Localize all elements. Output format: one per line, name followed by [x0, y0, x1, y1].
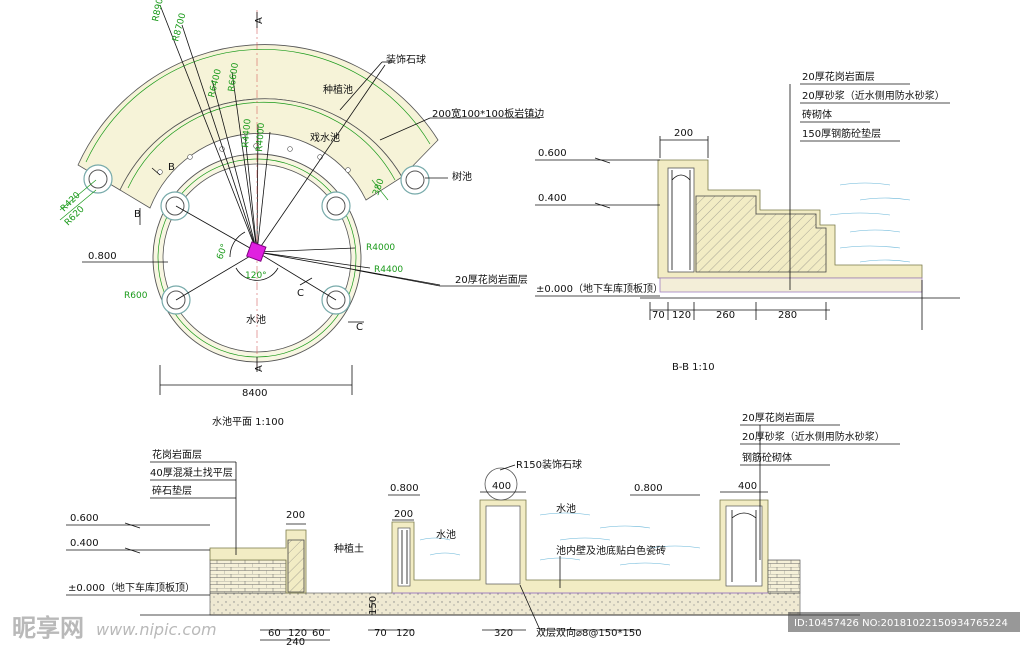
aa-dim-320: 320	[494, 628, 513, 639]
center-marker	[246, 241, 267, 262]
aa-dim-120-b: 120	[396, 628, 415, 639]
aa-level-0400: 0.400	[70, 538, 99, 549]
aa-left-layer-1: 花岗岩面层	[152, 448, 202, 461]
aa-dim-70: 70	[374, 628, 387, 639]
aa-rebar-label: 双层双向⌀8@150*150	[536, 626, 642, 639]
plan-level-label: 0.800	[88, 251, 117, 262]
section-a-top: A	[254, 17, 265, 24]
aa-level-0800-left: 0.800	[390, 483, 419, 494]
aa-dim-400-b: 400	[738, 481, 757, 492]
aa-right-layer-2: 20厚砂浆（近水侧用防水砂浆）	[742, 430, 885, 443]
bb-title: B-B 1:10	[672, 362, 715, 373]
aa-dim-200-b: 200	[394, 509, 413, 520]
granite-label: 20厚花岗岩面层	[455, 273, 528, 286]
aa-tile-label: 池内壁及池底贴白色瓷砖	[556, 544, 666, 557]
bb-dim-280: 280	[778, 310, 797, 321]
play-pool-label: 戏水池	[310, 131, 340, 144]
bb-level-0600: 0.600	[538, 148, 567, 159]
aa-ball-label: R150装饰石球	[516, 458, 582, 471]
radius-label-7: R4000	[366, 243, 395, 253]
bb-dim-70: 70	[652, 310, 665, 321]
radius-label-1: R8900	[151, 0, 167, 23]
watermark-id-bar	[788, 612, 1020, 632]
aa-dim-60-b: 60	[312, 628, 325, 639]
aa-soil-label: 种植土	[334, 542, 364, 555]
radius-label-4: R6600	[227, 62, 241, 93]
bb-layer-3: 砖砌体	[802, 108, 832, 121]
bb-layer-4: 150厚钢筋砼垫层	[802, 127, 881, 140]
edge-label: 200宽100*100板岩镇边	[432, 107, 544, 120]
section-b-mark1: B	[168, 162, 175, 173]
plan-width-dim: 8400	[242, 388, 267, 399]
aa-left-layer-3: 碎石垫层	[152, 484, 192, 497]
aa-right-layer-3: 钢筋砼砌体	[742, 451, 792, 464]
section-c-mark2: C	[356, 322, 363, 333]
pool-label: 水池	[246, 313, 266, 326]
bb-dim-120: 120	[672, 310, 691, 321]
aa-left-layer-2: 40厚混凝土找平层	[150, 466, 233, 479]
bb-base-slab	[659, 277, 923, 293]
section-b-mark2: B	[134, 209, 141, 220]
bb-layer-1: 20厚花岗岩面层	[802, 70, 875, 83]
section-c-mark1: C	[297, 288, 304, 299]
aa-dim-200-a: 200	[286, 510, 305, 521]
tree-pit-label: 树池	[452, 170, 472, 183]
aa-right-layer-1: 20厚花岗岩面层	[742, 411, 815, 424]
bb-level-0000: ±0.000（地下车库顶板顶）	[536, 282, 663, 295]
aa-ground	[209, 592, 801, 616]
bb-dim-200: 200	[674, 128, 693, 139]
aa-level-0600: 0.600	[70, 513, 99, 524]
section-bb	[535, 83, 960, 330]
aa-pool-label-2: 水池	[556, 502, 576, 515]
aa-dim-400-a: 400	[492, 481, 511, 492]
radius-label-8: R4400	[374, 265, 403, 275]
plan-view	[59, 4, 540, 395]
aa-pool-label: 水池	[436, 528, 456, 541]
ball-label: 装饰石球	[386, 53, 426, 66]
angle-120-label: 120°	[245, 271, 267, 281]
bb-layer-2: 20厚砂浆（近水侧用防水砂浆）	[802, 89, 945, 102]
section-a-bottom: A	[254, 365, 265, 372]
watermark-url: www.nipic.com	[96, 620, 217, 639]
planter-label: 种植池	[323, 83, 353, 96]
watermark-logo: 昵享网	[12, 614, 84, 642]
radius-label-9: R600	[124, 291, 148, 301]
plan-title: 水池平面 1:100	[212, 415, 284, 428]
aa-level-0000: ±0.000（地下车库顶板顶）	[68, 581, 195, 594]
bb-hatch-fill	[695, 195, 827, 273]
radius-label-6: R4000	[255, 122, 267, 152]
bb-dim-260: 260	[716, 310, 735, 321]
section-aa	[66, 424, 900, 641]
aa-dim-60-a: 60	[268, 628, 281, 639]
radius-label-5: R4400	[241, 118, 254, 148]
aa-dim-120: 120	[288, 628, 307, 639]
aa-level-0800-right: 0.800	[634, 483, 663, 494]
aa-dim-150: 150	[368, 596, 379, 615]
watermark-id: ID:10457426 NO:20181022150934765224	[794, 618, 1008, 629]
aa-dim-240: 240	[286, 637, 305, 645]
bb-level-0400: 0.400	[538, 193, 567, 204]
